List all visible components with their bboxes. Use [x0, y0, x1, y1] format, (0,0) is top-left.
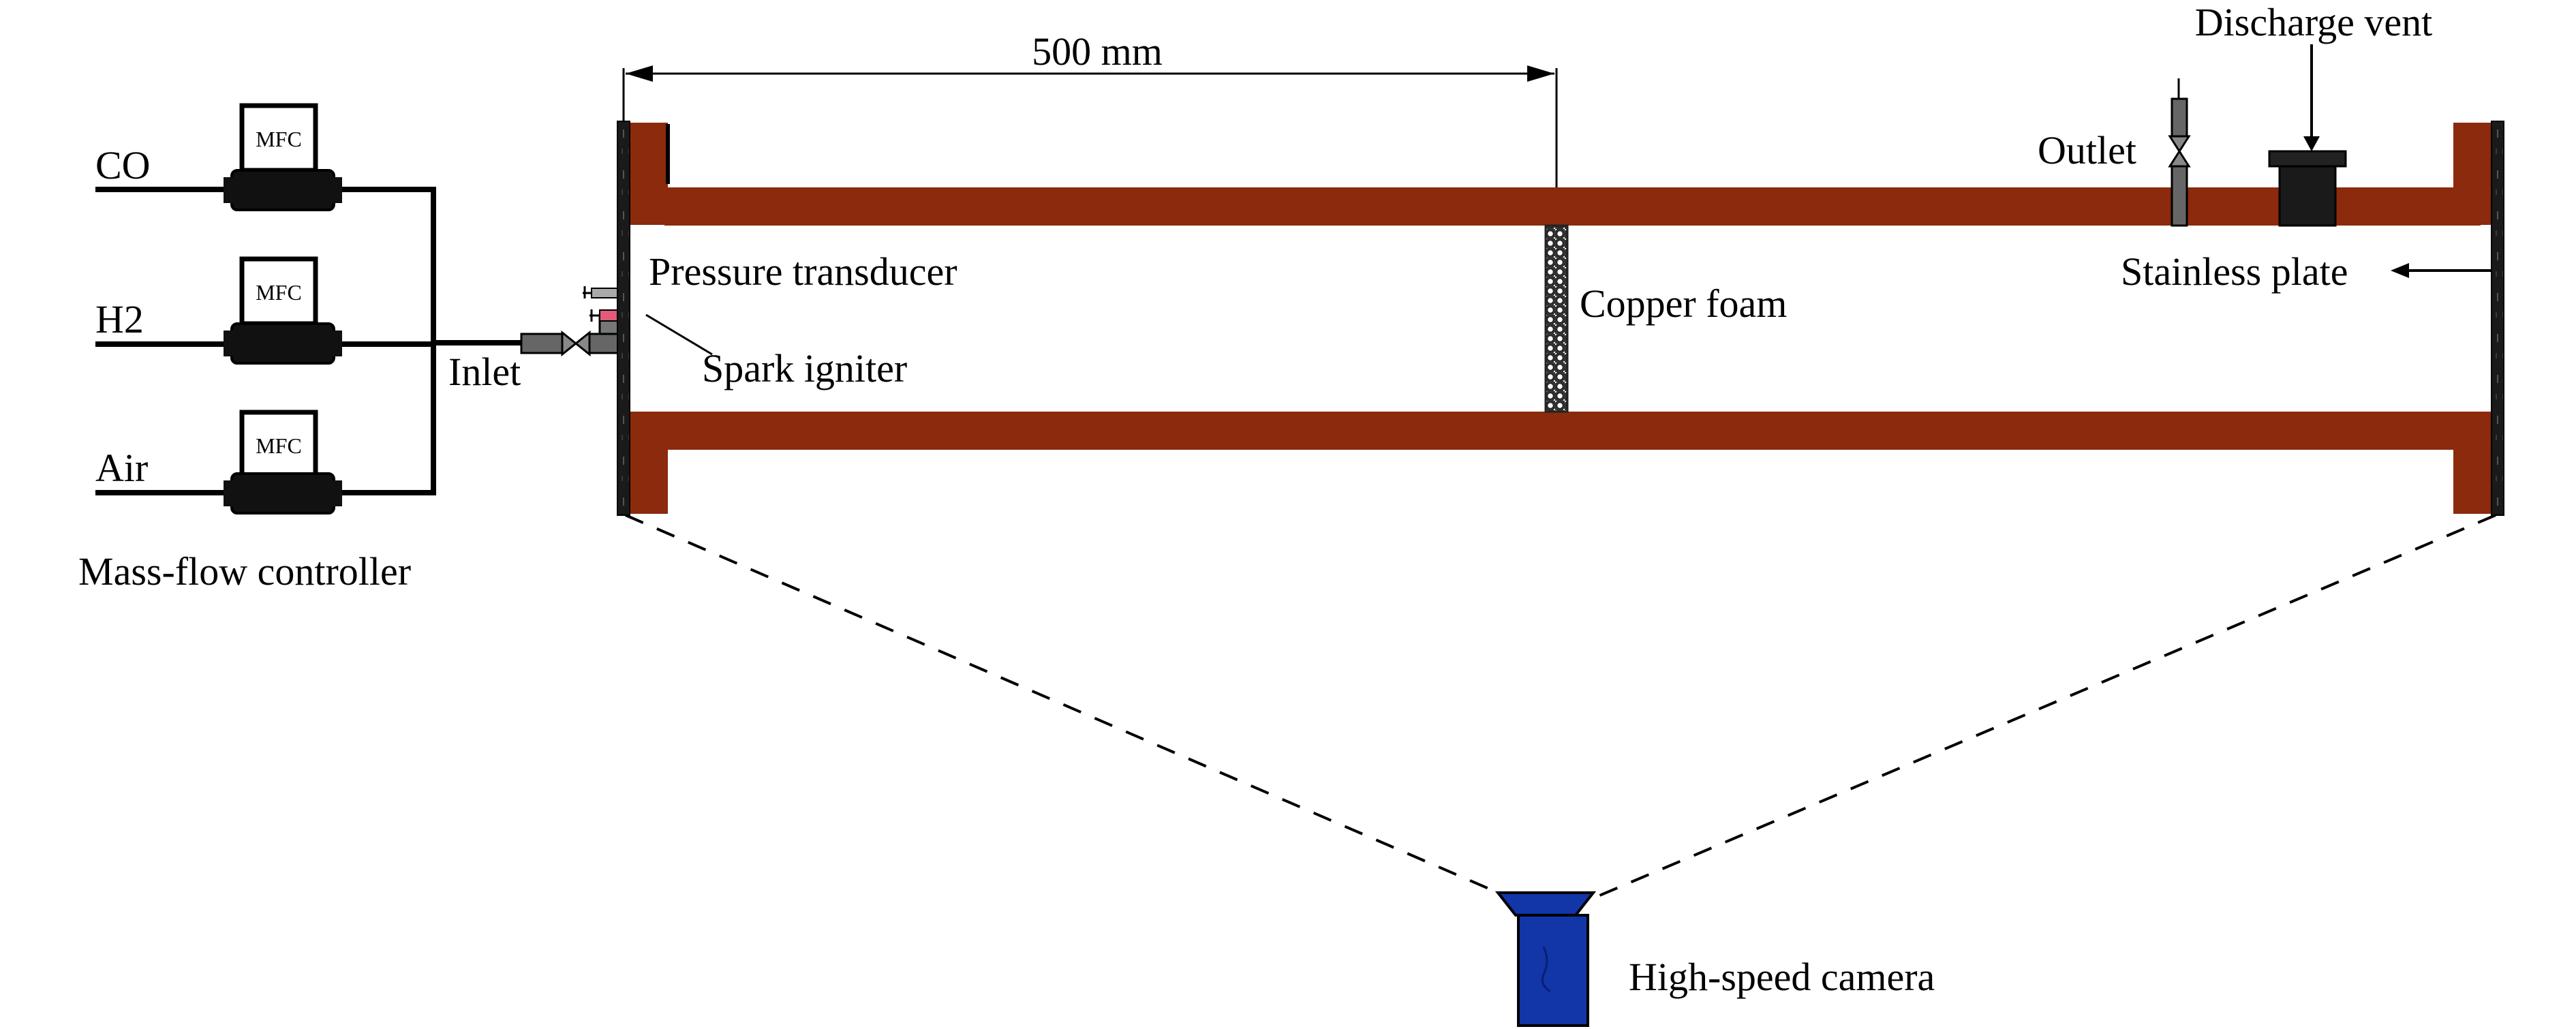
- outlet-valve: [2168, 78, 2191, 227]
- mfc-h2-label: MFC: [256, 280, 302, 305]
- camera-label: High-speed camera: [1629, 955, 1935, 999]
- left-flange-top: [628, 123, 668, 225]
- co-label: CO: [95, 143, 151, 187]
- right-end-plate: [2491, 121, 2504, 516]
- copper-foam-label: Copper foam: [1580, 281, 1787, 326]
- left-flange-bottom: [628, 412, 668, 514]
- tube-lower-wall: [664, 412, 2481, 450]
- mfc-co-label: MFC: [256, 127, 302, 151]
- copper-foam: [1544, 224, 1569, 413]
- h2-label: H2: [95, 297, 144, 341]
- pressure-transducer: [583, 286, 618, 298]
- gas-supply-system: MFC MFC MFC CO H2 Air Mass-flow controll…: [78, 103, 525, 594]
- stainless-plate-label: Stainless plate: [2121, 249, 2348, 294]
- spark-igniter-leader: [645, 313, 713, 356]
- air-label: Air: [95, 446, 148, 490]
- outlet-label: Outlet: [2038, 128, 2136, 172]
- mfc-co: MFC: [224, 103, 342, 211]
- high-speed-camera: [1494, 891, 1597, 1027]
- right-flange-top: [2453, 123, 2493, 225]
- dimension-indicator: [622, 65, 1558, 187]
- camera-view-line-right: [1597, 514, 2496, 897]
- mfc-air-label: MFC: [256, 433, 302, 458]
- inlet-valve: [520, 313, 625, 357]
- discharge-vent-label: Discharge vent: [2195, 0, 2432, 44]
- stainless-plate-pointer: [2391, 263, 2491, 278]
- inlet-label: Inlet: [448, 350, 521, 394]
- dimension-label: 500 mm: [1032, 29, 1163, 74]
- spark-igniter-label: Spark igniter: [702, 346, 907, 390]
- discharge-vent: [2268, 44, 2347, 227]
- mfc-h2: MFC: [224, 256, 342, 365]
- mass-flow-controller-label: Mass-flow controller: [78, 549, 411, 594]
- pressure-transducer-label: Pressure transducer: [649, 249, 957, 294]
- spark-igniter: [589, 309, 618, 322]
- left-end-plate: [617, 121, 630, 516]
- mfc-air: MFC: [224, 410, 342, 514]
- right-flange-bottom: [2453, 412, 2493, 514]
- camera-view-line-left: [625, 514, 1507, 897]
- tube-upper-wall: [664, 187, 2481, 226]
